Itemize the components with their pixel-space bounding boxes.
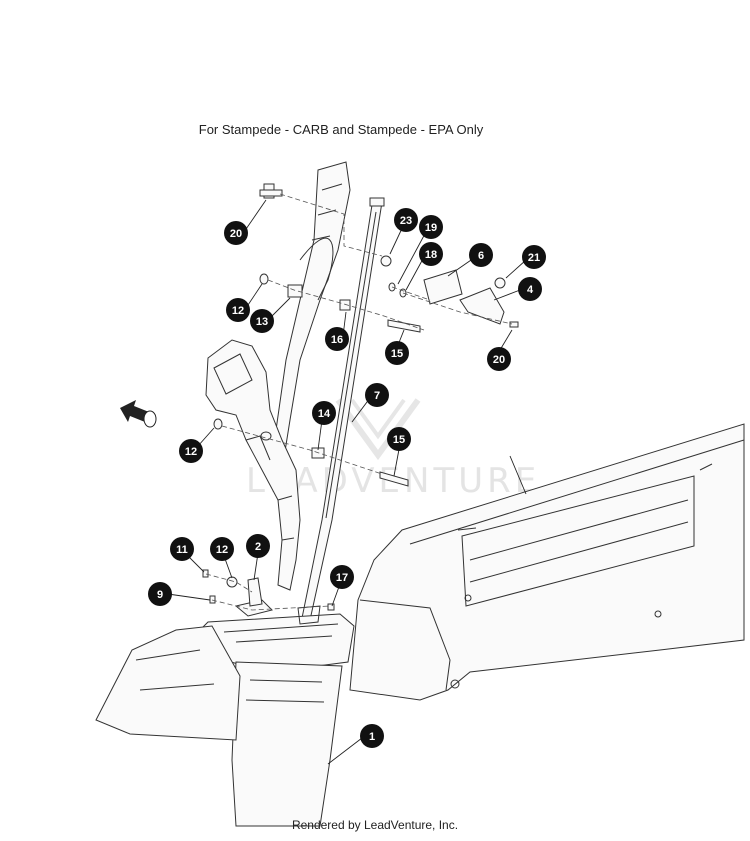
spacer-16 [339,299,351,311]
screw-11 [202,569,209,578]
svg-text:4: 4 [527,284,534,296]
svg-text:12: 12 [232,305,244,317]
cargo-bed-panel [349,423,745,701]
left-side-panel [95,625,241,741]
svg-text:9: 9 [157,589,163,601]
svg-text:12: 12 [185,446,197,458]
svg-text:11: 11 [176,544,188,556]
svg-text:16: 16 [331,334,343,346]
callout-16: 16 [325,327,349,351]
diagram-title: For Stampede - CARB and Stampede - EPA O… [198,122,484,137]
nut-12-left [213,418,223,430]
svg-text:13: 13 [256,316,268,328]
callout-20: 20 [487,347,511,371]
svg-text:20: 20 [230,228,242,240]
svg-text:20: 20 [493,354,505,366]
svg-text:23: 23 [400,215,412,227]
svg-text:19: 19 [425,222,437,234]
callout-6: 6 [469,243,493,267]
assembly-lines [205,193,513,611]
direction-arrow-icon [120,400,157,428]
callout-9: 9 [148,582,172,606]
callout-13: 13 [250,309,274,333]
washer-23 [380,255,392,267]
bracket-plate-6 [423,269,463,305]
nut-12-lower [226,576,238,588]
diagram-footer: Rendered by LeadVenture, Inc. [291,818,459,832]
svg-text:15: 15 [393,434,405,446]
svg-text:6: 6 [478,250,484,262]
callout-1: 1 [360,724,384,748]
svg-text:17: 17 [336,572,348,584]
svg-text:15: 15 [391,348,403,360]
svg-text:18: 18 [425,249,437,261]
callout-17: 17 [330,565,354,589]
callout-11: 11 [170,537,194,561]
frame-bracket [275,161,351,471]
bolt-15-lower [379,471,409,487]
screw-20 [509,321,519,328]
callout-19: 19 [419,215,443,239]
callout-15-b: 15 [387,427,411,451]
gate-4 [459,287,505,325]
svg-text:2: 2 [255,541,261,553]
callout-7: 7 [365,383,389,407]
screw-17 [327,603,335,611]
svg-text:21: 21 [528,252,540,264]
callout-12-b: 12 [179,439,203,463]
seat-frame [205,339,301,591]
callout-12-c: 12 [210,537,234,561]
washer-18-19 [388,282,407,298]
callout-4: 4 [518,277,542,301]
callout-12-a: 12 [226,298,250,322]
svg-text:7: 7 [374,390,380,402]
callout-22: 20 [224,221,248,245]
callout-23: 23 [394,208,418,232]
clip-13 [287,284,303,298]
callout-2: 2 [246,534,270,558]
bolt-15-upper [387,319,421,333]
bracket-2 [247,577,263,607]
nut-21 [494,277,506,289]
callout-18: 18 [419,242,443,266]
callout-14: 14 [312,401,336,425]
svg-text:14: 14 [318,408,331,420]
svg-text:12: 12 [216,544,228,556]
svg-text:1: 1 [369,731,375,743]
callout-21: 21 [522,245,546,269]
screw-9 [209,595,216,604]
nut-12-upper [259,273,269,285]
callout-15-a: 15 [385,341,409,365]
bolt-22 [259,183,283,199]
